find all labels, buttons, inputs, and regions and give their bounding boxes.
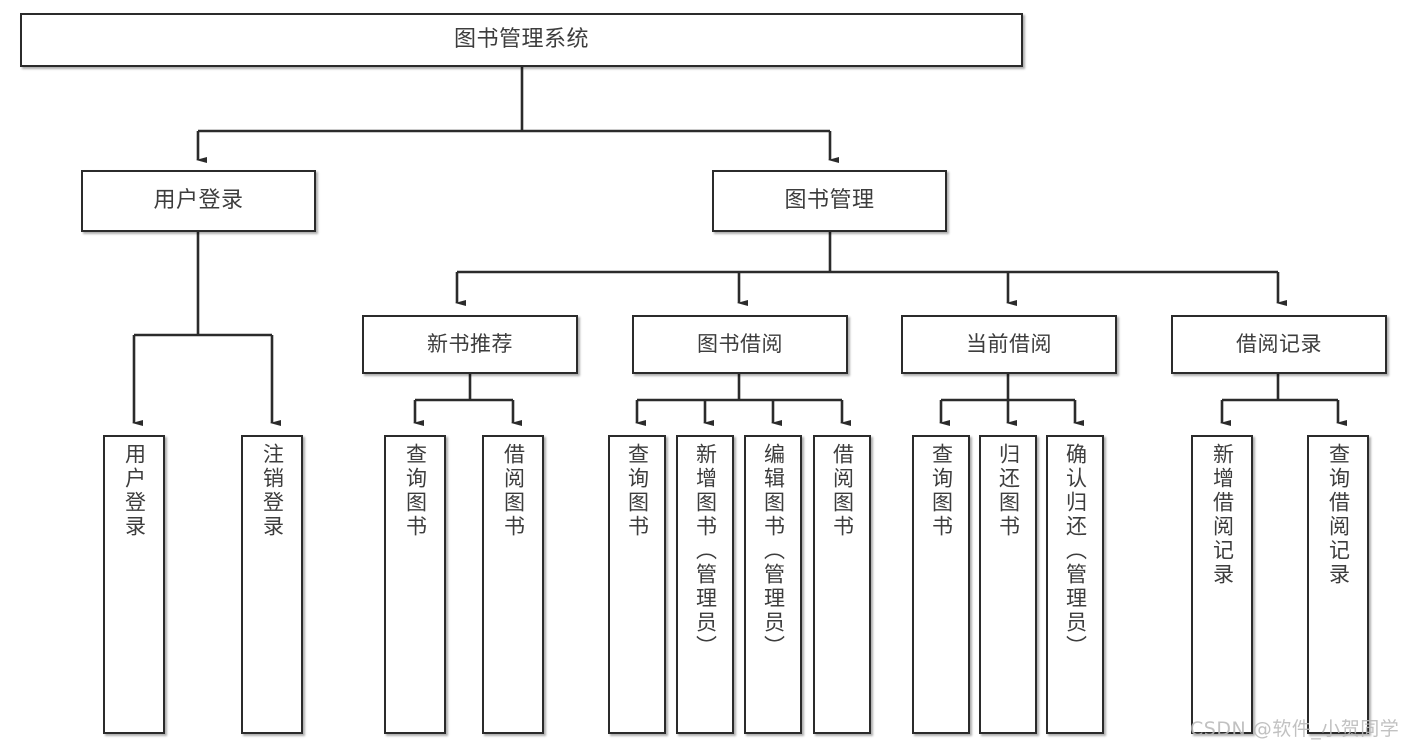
node-label: 用户登录 bbox=[122, 443, 147, 539]
node-label: 查询图书 bbox=[625, 443, 650, 539]
node-label: 当前借阅 bbox=[966, 332, 1052, 357]
node-label: 借阅图书 bbox=[830, 443, 855, 539]
node-label: 查询借阅记录 bbox=[1326, 443, 1351, 587]
node-new-book-recommend[interactable]: 新书推荐 bbox=[362, 315, 578, 374]
node-label: 新增图书（管理员） bbox=[693, 443, 718, 659]
node-label: 图书管理系统 bbox=[453, 27, 589, 53]
leaf-user-login[interactable]: 用户登录 bbox=[103, 435, 165, 734]
node-label: 新书推荐 bbox=[427, 332, 513, 357]
node-label: 确认归还（管理员） bbox=[1063, 443, 1088, 659]
node-label: 图书借阅 bbox=[697, 332, 783, 357]
node-book-manage[interactable]: 图书管理 bbox=[712, 170, 947, 232]
leaf-query-book-recommend[interactable]: 查询图书 bbox=[384, 435, 446, 734]
leaf-confirm-return[interactable]: 确认归还（管理员） bbox=[1046, 435, 1104, 734]
node-label: 借阅记录 bbox=[1236, 332, 1322, 357]
leaf-query-book-borrow[interactable]: 查询图书 bbox=[608, 435, 666, 734]
node-user-login[interactable]: 用户登录 bbox=[81, 170, 316, 232]
node-book-borrow[interactable]: 图书借阅 bbox=[632, 315, 848, 374]
node-label: 新增借阅记录 bbox=[1210, 443, 1235, 587]
node-label: 注销登录 bbox=[260, 443, 285, 539]
leaf-logout[interactable]: 注销登录 bbox=[241, 435, 303, 734]
node-label: 用户登录 bbox=[153, 188, 244, 214]
leaf-add-borrow-record[interactable]: 新增借阅记录 bbox=[1191, 435, 1253, 734]
leaf-query-borrow-record[interactable]: 查询借阅记录 bbox=[1307, 435, 1369, 734]
node-label: 归还图书 bbox=[996, 443, 1021, 539]
node-label: 借阅图书 bbox=[501, 443, 526, 539]
node-label: 查询图书 bbox=[403, 443, 428, 539]
node-root-system[interactable]: 图书管理系统 bbox=[20, 13, 1023, 67]
node-borrow-record[interactable]: 借阅记录 bbox=[1171, 315, 1387, 374]
leaf-borrow-book-recommend[interactable]: 借阅图书 bbox=[482, 435, 544, 734]
leaf-edit-book[interactable]: 编辑图书（管理员） bbox=[744, 435, 802, 734]
node-label: 查询图书 bbox=[929, 443, 954, 539]
leaf-borrow-book[interactable]: 借阅图书 bbox=[813, 435, 871, 734]
csdn-watermark: CSDN @软件_小贺同学 bbox=[1190, 718, 1400, 740]
leaf-add-book[interactable]: 新增图书（管理员） bbox=[676, 435, 734, 734]
node-label: 编辑图书（管理员） bbox=[761, 443, 786, 659]
node-label: 图书管理 bbox=[784, 188, 875, 214]
leaf-query-book-current[interactable]: 查询图书 bbox=[912, 435, 970, 734]
node-current-borrow[interactable]: 当前借阅 bbox=[901, 315, 1117, 374]
leaf-return-book[interactable]: 归还图书 bbox=[979, 435, 1037, 734]
